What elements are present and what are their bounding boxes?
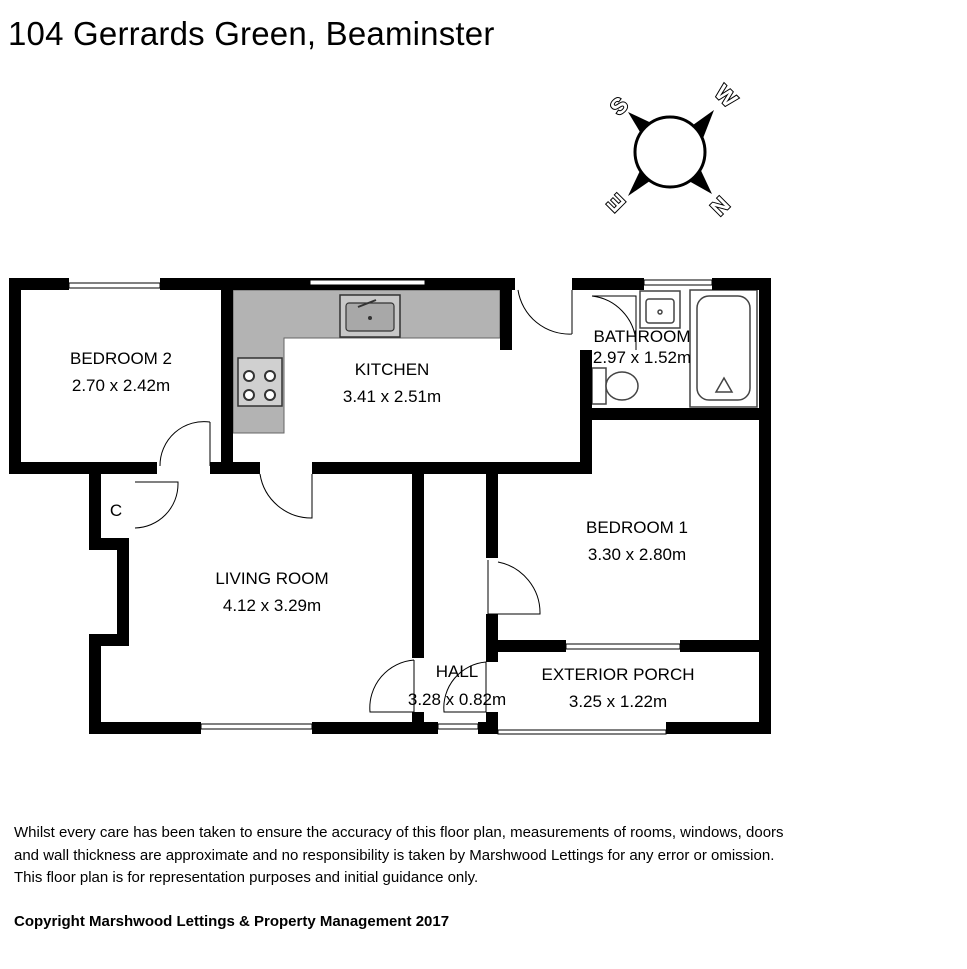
door-bedroom1 (487, 560, 541, 615)
toilet (591, 367, 607, 405)
hall-size: 3.28 x 0.82m (408, 690, 506, 709)
kitchen-name: KITCHEN (355, 360, 430, 379)
disclaimer-line: Whilst every care has been taken to ensu… (14, 824, 784, 841)
bedroom1-size: 3.30 x 2.80m (588, 545, 686, 564)
windows (68, 279, 713, 735)
kitchen-size: 3.41 x 2.51m (343, 387, 441, 406)
compass-s: S (605, 92, 633, 120)
door-cupboard (134, 481, 179, 529)
living-room-size: 4.12 x 3.29m (223, 596, 321, 615)
window-bathroom (643, 279, 713, 286)
disclaimer: Whilst every care has been taken to ensu… (14, 822, 944, 890)
copyright: Copyright Marshwood Lettings & Property … (14, 913, 450, 930)
kitchen-worktop (232, 289, 501, 434)
door-living (369, 659, 415, 713)
window-hall (437, 723, 479, 730)
bedroom1-name: BEDROOM 1 (586, 518, 688, 537)
walls (9, 278, 771, 734)
bathroom-name: BATHROOM (594, 327, 691, 346)
window-living (200, 723, 313, 730)
bedroom2-size: 2.70 x 2.42m (72, 376, 170, 395)
window-porch-front (497, 729, 667, 735)
door-kitchen (259, 473, 313, 519)
exterior-porch-size: 3.25 x 1.22m (569, 692, 667, 711)
exterior-porch-name: EXTERIOR PORCH (541, 665, 694, 684)
door-hall (443, 661, 487, 713)
doors (134, 289, 637, 713)
compass-e: E (602, 189, 630, 217)
window-kitchen (309, 279, 426, 286)
living-room-name: LIVING ROOM (215, 569, 328, 588)
bedroom2-name: BEDROOM 2 (70, 349, 172, 368)
door-back (517, 289, 573, 335)
door-bathroom (591, 295, 637, 350)
window-porch-top (565, 643, 681, 650)
compass-circle (633, 115, 707, 189)
compass-w: W (710, 80, 743, 113)
bathroom-size: 2.97 x 1.52m (593, 348, 691, 367)
disclaimer-line: and wall thickness are approximate and n… (14, 846, 775, 864)
disclaimer-line: This floor plan is for representation pu… (14, 869, 479, 886)
compass: S W E N (601, 79, 743, 222)
room-labels: BEDROOM 2 2.70 x 2.42m KITCHEN 3.41 x 2.… (70, 327, 695, 711)
door-bedroom2 (159, 421, 211, 467)
compass-n: N (706, 192, 735, 221)
window-bedroom2 (68, 282, 161, 289)
hall-name: HALL (436, 662, 479, 681)
cupboard-name: C (110, 501, 122, 520)
page-title: 104 Gerrards Green, Beaminster (8, 15, 495, 52)
